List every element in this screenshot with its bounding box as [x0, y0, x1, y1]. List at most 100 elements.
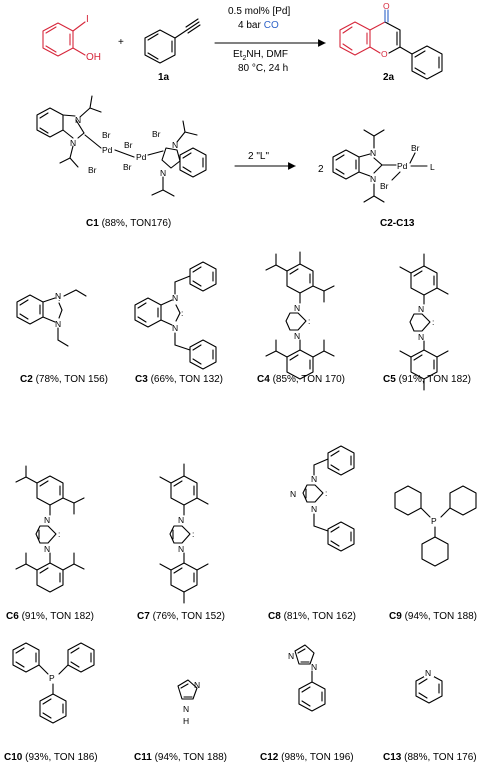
atom-n: N — [370, 174, 376, 184]
atom-br: Br — [88, 165, 97, 175]
svg-text:C10 (93%, TON 186): C10 (93%, TON 186) — [4, 752, 98, 763]
compound-data: (88%, TON 176) — [401, 752, 476, 763]
atom-n: N — [55, 319, 61, 329]
ligand-c10: P C10 (93%, TON 186) — [4, 642, 98, 763]
carbene-dots: : — [58, 293, 60, 303]
compound-data: (85%, TON 170) — [270, 374, 345, 385]
compound-data: (91%, TON 182) — [19, 611, 94, 622]
compound-id: C11 — [134, 752, 152, 763]
atom-br: Br — [102, 130, 111, 140]
compound-id: C10 — [4, 752, 23, 763]
base-solvent: NH, DMF — [246, 49, 288, 60]
compound-id: C5 — [383, 374, 396, 385]
compound-id: C2 — [20, 374, 33, 385]
atom-n: N — [178, 544, 184, 554]
svg-text:C2 (78%, TON 156): C2 (78%, TON 156) — [20, 374, 108, 385]
atom-n: N — [178, 515, 184, 525]
atom-ring-oxygen: O — [381, 49, 388, 59]
atom-n: N — [294, 331, 300, 341]
monomer-c2-c13: 2 N N Pd Br Br L C2-C13 — [318, 129, 435, 229]
svg-text:C4 (85%, TON 170): C4 (85%, TON 170) — [257, 374, 345, 385]
compound-data: (66%, TON 132) — [148, 374, 223, 385]
catalyst-loading: 0.5 mol% [Pd] — [228, 6, 290, 17]
base-subscript: 2 — [242, 55, 246, 62]
atom-carbonyl-oxygen: O — [383, 1, 390, 11]
ligand-c5: N : N C5 (91%, TON 182) — [383, 253, 471, 391]
compound-data: (94%, TON 188) — [152, 752, 227, 763]
co-pressure: 4 bar — [238, 20, 261, 31]
svg-text:C1 (88%, TON176): C1 (88%, TON176) — [86, 218, 171, 229]
atom-n: N — [44, 544, 50, 554]
compound-id: C6 — [6, 611, 19, 622]
co-gas: CO — [264, 20, 279, 31]
compound-id: C3 — [135, 374, 148, 385]
ligand-c3: : N N C3 (66%, TON 132) — [134, 261, 223, 385]
atom-n: N — [311, 504, 317, 514]
stoich-coefficient: 2 — [318, 164, 324, 175]
compound-id: C12 — [260, 752, 279, 763]
carbene-dots: : — [432, 317, 434, 327]
svg-text:C13 (88%, TON 176): C13 (88%, TON 176) — [383, 752, 477, 763]
carbene-dots: : — [325, 488, 327, 498]
compound-data: (98%, TON 196) — [278, 752, 353, 763]
ligand-c9: P C9 (94%, TON 188) — [389, 485, 477, 622]
svg-text:C7 (76%, TON 152): C7 (76%, TON 152) — [137, 611, 225, 622]
compound-id: C8 — [268, 611, 281, 622]
atom-pd: Pd — [136, 152, 147, 162]
atom-br: Br — [152, 129, 161, 139]
dimer-c1: N N Pd Br Br Br Br Pd Br N N C1 (88%, TO… — [36, 95, 207, 229]
compound-data: (76%, TON 152) — [150, 611, 225, 622]
svg-text:C5 (91%, TON 182): C5 (91%, TON 182) — [383, 374, 471, 385]
ligand-c11: N N H C11 (94%, TON 188) — [134, 679, 227, 763]
atom-br: Br — [411, 143, 420, 153]
reagent-label: 2 "L" — [248, 151, 269, 162]
atom-n: N — [311, 662, 317, 672]
atom-n: N — [311, 474, 317, 484]
atom-n: N — [172, 293, 178, 303]
compound-id: C1 — [86, 218, 99, 229]
ligand-c7: N : N C7 (76%, TON 152) — [137, 463, 225, 622]
atom-n: N — [370, 148, 376, 158]
svg-text:C9 (94%, TON 188): C9 (94%, TON 188) — [389, 611, 477, 622]
label-2a: 2a — [383, 72, 395, 83]
label-1a: 1a — [158, 72, 170, 83]
atom-pd: Pd — [397, 161, 408, 171]
reactant-2-iodophenol: I OH — [42, 14, 101, 63]
ligand-c13: N C13 (88%, TON 176) — [383, 668, 477, 763]
atom-n: N — [172, 323, 178, 333]
atom-n: N — [55, 291, 61, 301]
atom-p: P — [49, 673, 55, 683]
carbene-dots: : — [58, 529, 60, 539]
atom-n: N — [75, 115, 81, 125]
atom-n: N — [418, 304, 424, 314]
atom-p: P — [431, 516, 437, 526]
atom-n: N — [418, 332, 424, 342]
compound-data: (94%, TON 188) — [402, 611, 477, 622]
atom-n: N — [288, 651, 294, 661]
atom-n: N — [70, 138, 76, 148]
atom-n: N — [194, 680, 200, 690]
ligand-c6: N : N C6 (91%, TON 182) — [6, 465, 94, 622]
ligand-c8: N N N : C8 (81%, TON 162) — [268, 445, 356, 622]
compound-id: C7 — [137, 611, 150, 622]
atom-n: N — [44, 515, 50, 525]
atom-hydroxyl: OH — [86, 52, 101, 63]
ligand-c2: : N N C2 (78%, TON 156) — [16, 289, 108, 385]
svg-text:C12 (98%, TON 196): C12 (98%, TON 196) — [260, 752, 354, 763]
compound-data: (93%, TON 186) — [22, 752, 97, 763]
plus-sign: + — [118, 37, 124, 48]
compound-id: C4 — [257, 374, 270, 385]
svg-text:C6 (91%, TON 182): C6 (91%, TON 182) — [6, 611, 94, 622]
svg-text:C8 (81%, TON 162): C8 (81%, TON 162) — [268, 611, 356, 622]
carbene-dots: : — [192, 529, 194, 539]
carbene-dots: : — [181, 308, 183, 318]
atom-n: N — [294, 303, 300, 313]
atom-h: H — [183, 716, 189, 726]
svg-text:C3 (66%, TON 132): C3 (66%, TON 132) — [135, 374, 223, 385]
reactant-phenylacetylene: 1a — [144, 18, 201, 83]
temperature-time: 80 °C, 24 h — [238, 63, 288, 74]
atom-n: N — [160, 168, 166, 178]
